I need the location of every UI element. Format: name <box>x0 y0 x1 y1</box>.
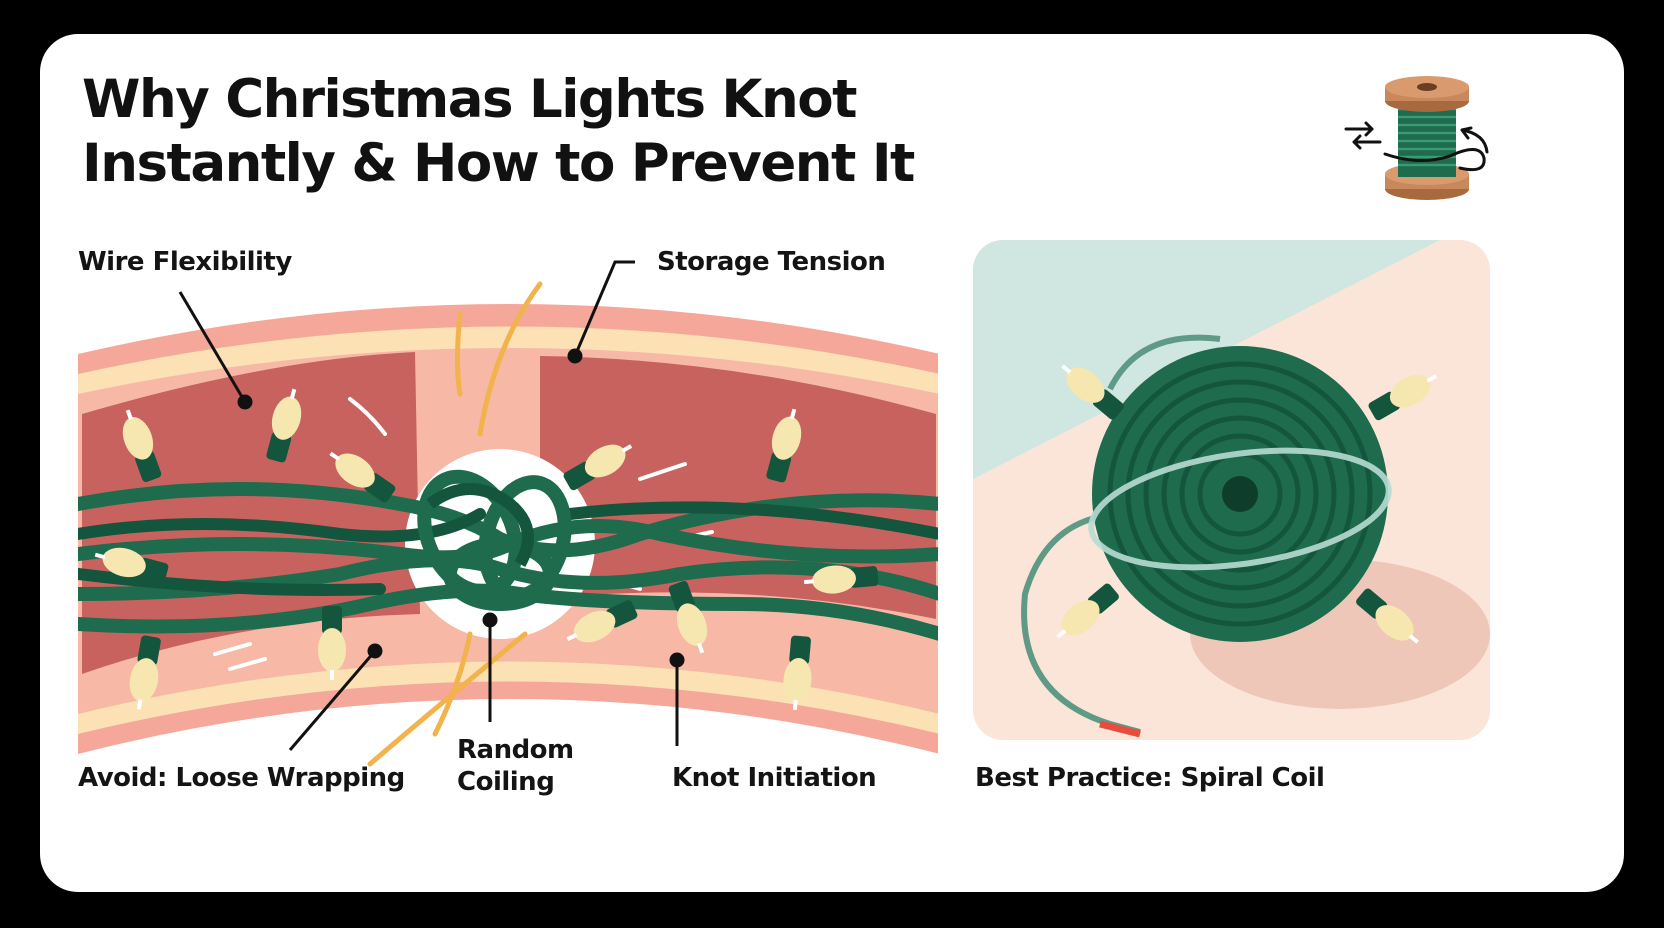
title-line-1: Why Christmas Lights Knot <box>82 69 857 130</box>
page-title: Why Christmas Lights Knot Instantly & Ho… <box>82 68 915 196</box>
spiral-coil-illustration <box>973 240 1490 740</box>
label-random-coiling: Random Coiling <box>457 734 574 798</box>
label-best-practice: Best Practice: Spiral Coil <box>975 763 1325 793</box>
infographic-card: Why Christmas Lights Knot Instantly & Ho… <box>40 34 1624 892</box>
label-random-coiling-line-1: Random <box>457 735 574 765</box>
label-knot-initiation: Knot Initiation <box>672 763 877 793</box>
label-storage-tension: Storage Tension <box>657 247 886 277</box>
label-random-coiling-line-2: Coiling <box>457 767 555 797</box>
label-avoid-loose-wrapping: Avoid: Loose Wrapping <box>78 763 405 793</box>
tangled-lights-illustration <box>78 260 938 767</box>
label-wire-flexibility: Wire Flexibility <box>78 247 292 277</box>
title-line-2: Instantly & How to Prevent It <box>82 133 915 194</box>
